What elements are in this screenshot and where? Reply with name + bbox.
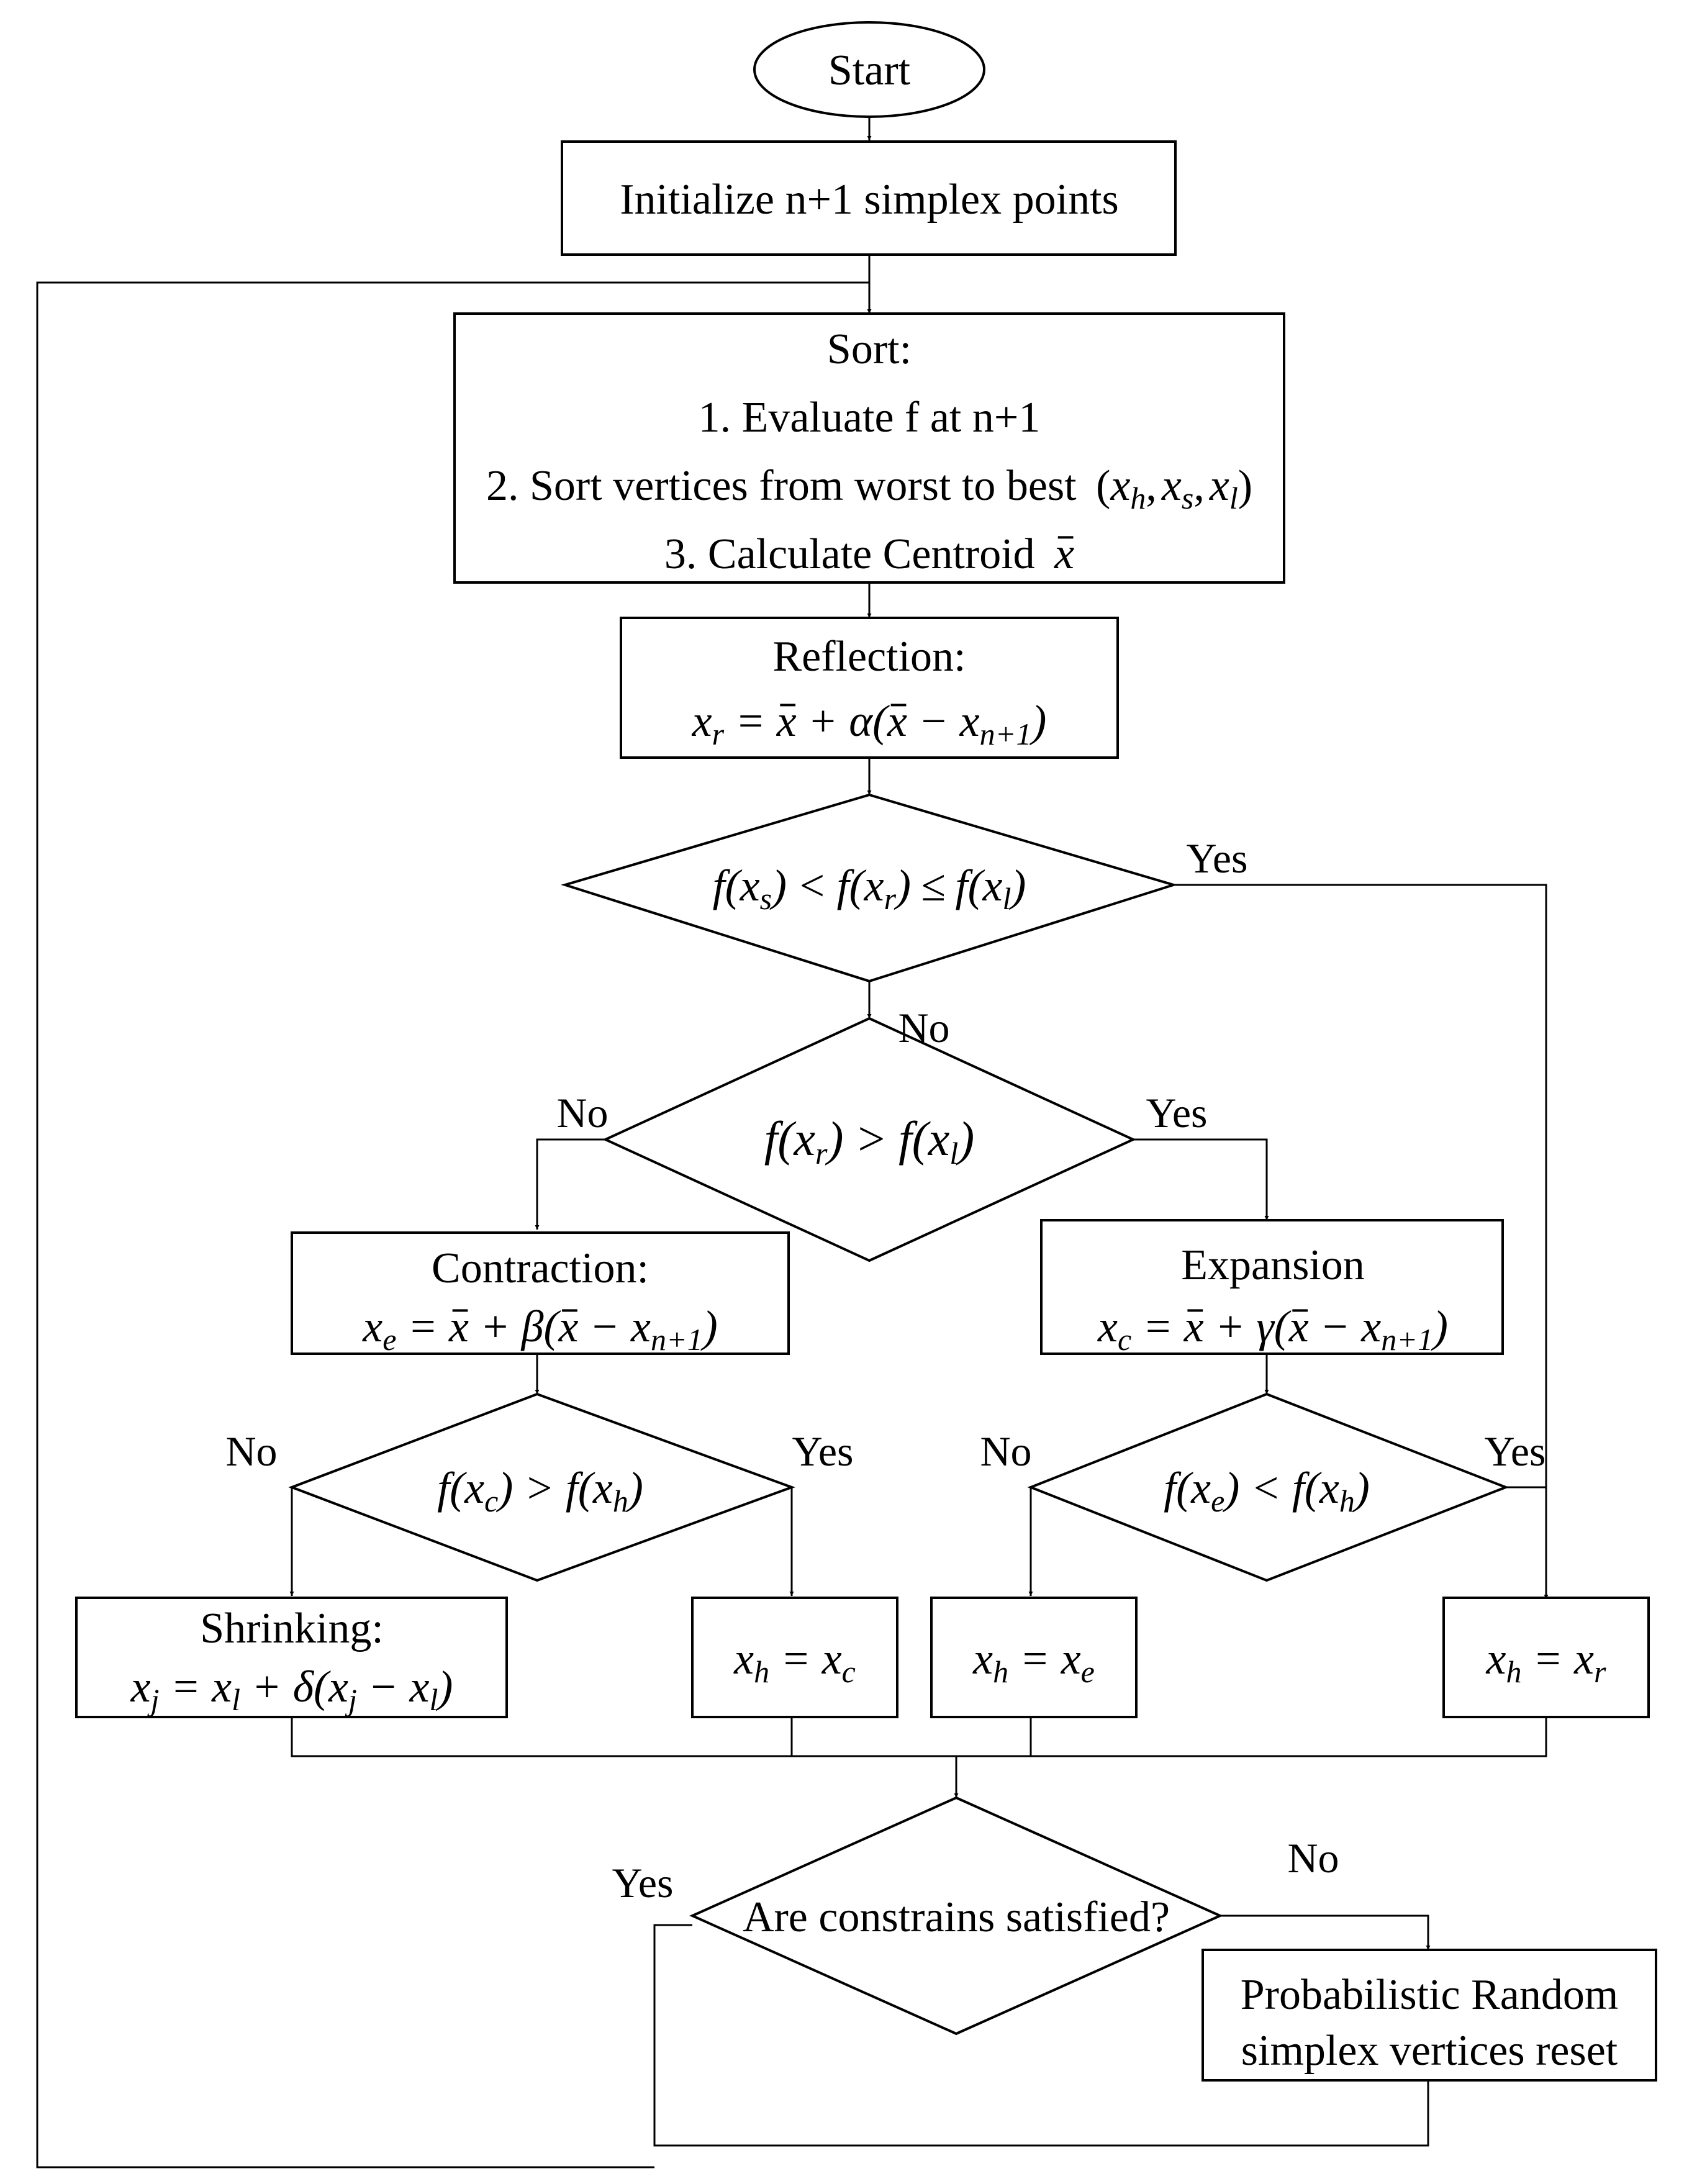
line-reset-to-loop [653,2043,1429,2147]
shrinking-box [75,1597,508,1718]
merge-line [291,1717,1547,1757]
d1-yes-label: Yes [1187,835,1248,882]
loop-back-outer [36,281,869,2168]
d3-yes-label: Yes [792,1428,854,1475]
arrow-d2-yes [1133,1138,1269,1220]
expansion-title: Expansion [1181,1241,1365,1289]
expansion-formula: xc=x+γ(x−xn+1) [1097,1302,1448,1357]
xr-formula: xh=xr [1486,1634,1607,1689]
sort-step-3: 3. Calculate Centroid x [664,528,1074,578]
xc-formula: xh=xc [733,1634,856,1689]
d2-yes-label: Yes [1146,1089,1208,1136]
decision-d4 [1027,1392,1509,1582]
decision-d1 [561,793,1178,983]
d1-no-label: No [898,1004,949,1051]
d2-no-label: No [556,1089,608,1136]
start-label: Start [828,47,911,94]
reflection-title: Reflection: [772,633,966,681]
d1-condition: f(xs)<f(xr)≤f(xl) [713,861,1026,916]
shrinking-title: Shrinking: [200,1605,384,1652]
sort-title: Sort: [827,325,912,373]
reflection-formula: xr=x+α(x−xn+1) [692,696,1047,751]
d5-question: Are constrains satisfied? [743,1893,1170,1941]
reset-line-1: Probabilistic Random [1241,1971,1619,2019]
d4-condition: f(xe)<f(xh) [1164,1463,1370,1518]
d5-no-label: No [1287,1834,1339,1882]
d5-yes-label: Yes [612,1859,674,1906]
contraction-box [291,1231,790,1355]
d3-no-label: No [225,1428,277,1475]
arrow-d2-no [535,1138,605,1230]
contraction-title: Contraction: [432,1244,649,1292]
xr-box [1442,1597,1650,1718]
decision-d2 [602,1017,1136,1262]
reflection-box [620,617,1119,759]
loop-back-line [653,1924,692,2043]
d4-no-label: No [980,1428,1031,1475]
init-box [561,140,1177,256]
contraction-formula: xe=x+β(x−xn+1) [362,1302,717,1357]
shrinking-formula: xj=xl+δ(xj−xl) [130,1662,453,1717]
sort-box [453,312,1285,584]
d3-condition: f(xc)>f(xh) [437,1463,643,1518]
decision-d5 [689,1796,1223,2036]
d2-condition: f(xr)>f(xl) [764,1112,975,1171]
connectors [36,117,1549,2168]
xc-box [691,1597,898,1718]
arrow-d1-yes [1174,884,1549,1599]
xe-formula: xh=xe [972,1634,1095,1689]
xe-box [930,1597,1138,1718]
init-label: Initialize n+1 simplex points [620,176,1119,224]
arrow-d5-no [1220,1914,1431,1950]
reset-line-2: simplex vertices reset [1241,2027,1618,2075]
sort-step-2: 2. Sort vertices from worst to best (xh,… [486,460,1252,515]
reset-box [1201,1949,1657,2082]
sort-step-1: 1. Evaluate f at n+1 [699,394,1041,442]
d4-yes-label: Yes [1485,1428,1546,1475]
decision-d3 [288,1392,795,1582]
start-terminal [753,21,985,118]
expansion-box [1040,1219,1504,1355]
